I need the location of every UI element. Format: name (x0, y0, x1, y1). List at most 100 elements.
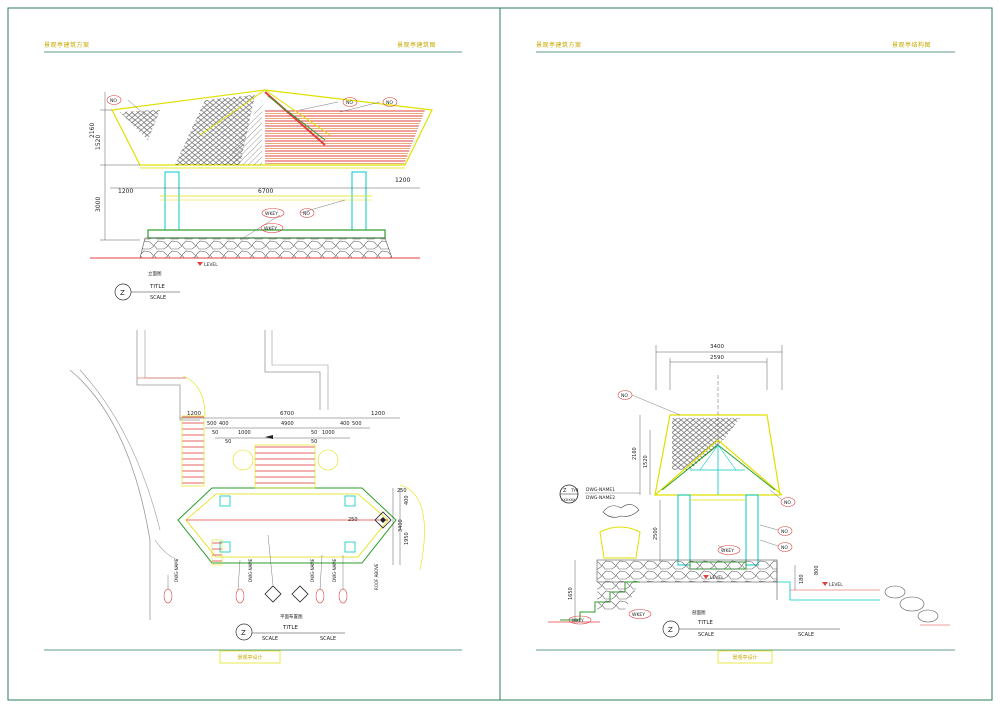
plan-dim-6700: 6700 (280, 411, 294, 417)
plan-dim-50-b: 50 (225, 439, 231, 445)
sect-key-1: WKEY (717, 545, 741, 555)
sect-key-3: WKEY (568, 615, 592, 625)
plan-dim-50-a: 50 (212, 430, 218, 436)
sect-bubble-z: Z (668, 626, 673, 634)
elev-title-cn: 立面图 (148, 270, 162, 277)
sect-tag-1: NO (617, 390, 633, 400)
plan-dim-1000-a: 1000 (238, 430, 251, 436)
elev-tag-1: NO (106, 95, 122, 105)
sect-callout-code: XXXXXX (561, 498, 576, 502)
plan-dim-1000-b: 1000 (322, 430, 335, 436)
svg-text:WKEY: WKEY (265, 211, 278, 217)
plan-dim-250-b: 250 (348, 517, 358, 523)
sect-dim-2590: 2590 (710, 355, 724, 361)
plan-vlabel-4: DWG-NAME (332, 558, 337, 582)
sect-dim-2160: 2160 (632, 447, 638, 460)
plan-dim-400-right: 400 (340, 421, 350, 427)
plan-dim-50-d: 50 (311, 439, 317, 445)
sect-dwg-name-1: DWG-NAME1 (586, 487, 615, 493)
plan-title: TITLE (282, 625, 298, 631)
site-plan (69, 330, 425, 641)
elev-scale: SCALE (150, 295, 166, 301)
elev-key-2: WKEY (260, 223, 284, 233)
plan-dim-1200-right: 1200 (371, 411, 385, 417)
svg-text:WKEY: WKEY (264, 226, 277, 232)
elev-bubble-z: Z (120, 289, 125, 297)
cross-section (548, 345, 950, 638)
svg-text:WKEY: WKEY (632, 612, 645, 618)
sheet1-footer: 景观亭设计 (237, 655, 263, 661)
svg-text:NO: NO (303, 211, 310, 217)
svg-text:NO: NO (110, 98, 117, 104)
plan-vlabel-3: DWG-NAME (310, 558, 315, 582)
svg-text:WKEY: WKEY (572, 618, 584, 623)
svg-text:NO: NO (386, 100, 393, 106)
elev-dim-1520: 1520 (95, 135, 102, 150)
elev-tag-3: NO (382, 97, 398, 107)
plan-scale-2: SCALE (320, 636, 336, 642)
sect-scale-2: SCALE (798, 632, 814, 638)
sect-dim-3400: 3400 (710, 344, 724, 350)
sect-tag-3: NO (777, 526, 793, 536)
front-elevation (90, 89, 433, 301)
sect-dwg-name-2: DWG-NAME2 (586, 495, 615, 501)
plan-dim-400-left: 400 (219, 421, 229, 427)
plan-scale: SCALE (262, 636, 278, 642)
sheet1-border (7, 7, 501, 701)
plan-dim-3400: 3400 (398, 519, 404, 532)
plan-dim-4900: 4900 (281, 421, 294, 427)
svg-text:NO: NO (784, 500, 791, 506)
plan-vlabel-roof-above: ROOF ABOVE (374, 563, 379, 590)
elev-dim-6700: 6700 (258, 188, 273, 195)
sheet2-header-right: 景观亭结构图 (892, 42, 932, 49)
sheet2-footer: 景观亭设计 (732, 655, 758, 661)
elev-level-marker: LEVEL (197, 262, 218, 268)
sect-dim-2500: 2500 (653, 527, 659, 540)
elev-dim-1200-left: 1200 (118, 188, 133, 195)
sheet2-border (499, 7, 993, 701)
svg-text:NO: NO (621, 393, 628, 399)
elev-tag-4: NO (299, 208, 315, 218)
plan-dim-1200-left: 1200 (187, 411, 201, 417)
sheet1-header-left: 景观亭建筑方案 (44, 42, 90, 49)
sect-title: TITLE (697, 620, 713, 626)
plan-dim-500-left: 500 (207, 421, 217, 427)
svg-text:LEVEL: LEVEL (710, 575, 724, 581)
plan-dim-50-c: 50 (311, 430, 317, 436)
elev-dim-3000: 3000 (95, 197, 102, 212)
sheet1-header-right: 景观亭建筑图 (397, 42, 437, 49)
svg-text:LEVEL: LEVEL (829, 582, 843, 588)
sect-callout-num: Z (563, 488, 567, 494)
sect-tag-4: NO (777, 542, 793, 552)
svg-text:WKEY: WKEY (721, 548, 734, 554)
svg-text:NO: NO (346, 100, 353, 106)
sect-dim-1520: 1520 (643, 455, 649, 468)
sect-dim-1650: 1650 (568, 587, 574, 600)
plan-dim-500-right: 500 (352, 421, 362, 427)
plan-dim-250-a: 250 (397, 488, 407, 494)
svg-text:LEVEL: LEVEL (204, 262, 218, 268)
sect-level-marker-2: LEVEL (822, 582, 843, 588)
elev-tag-2: NO (342, 97, 358, 107)
plan-bubble-z: Z (241, 629, 246, 637)
plan-dim-1950: 1950 (404, 532, 410, 545)
sect-tag-2: NO (780, 497, 796, 507)
sect-callout-typ: TYP (570, 488, 579, 493)
sect-dim-800: 800 (814, 565, 820, 575)
plan-title-cn: 平面布置图 (280, 613, 303, 620)
sect-dim-180: 180 (799, 574, 805, 584)
elev-dim-1200-right: 1200 (395, 177, 410, 184)
elev-key-1: WKEY (261, 208, 285, 218)
sect-title-cn: 剖面图 (692, 609, 706, 616)
sect-scale: SCALE (698, 632, 714, 638)
elev-title: TITLE (149, 284, 165, 290)
sect-level-marker: LEVEL (703, 575, 724, 581)
sect-key-2: WKEY (628, 609, 652, 619)
svg-text:NO: NO (781, 545, 788, 551)
sheet2-header-left: 景观亭建筑方案 (536, 42, 582, 49)
plan-vlabel-1: DWG-NAME (174, 558, 179, 582)
elev-dim-2160: 2160 (89, 123, 96, 138)
svg-text:NO: NO (781, 529, 788, 535)
